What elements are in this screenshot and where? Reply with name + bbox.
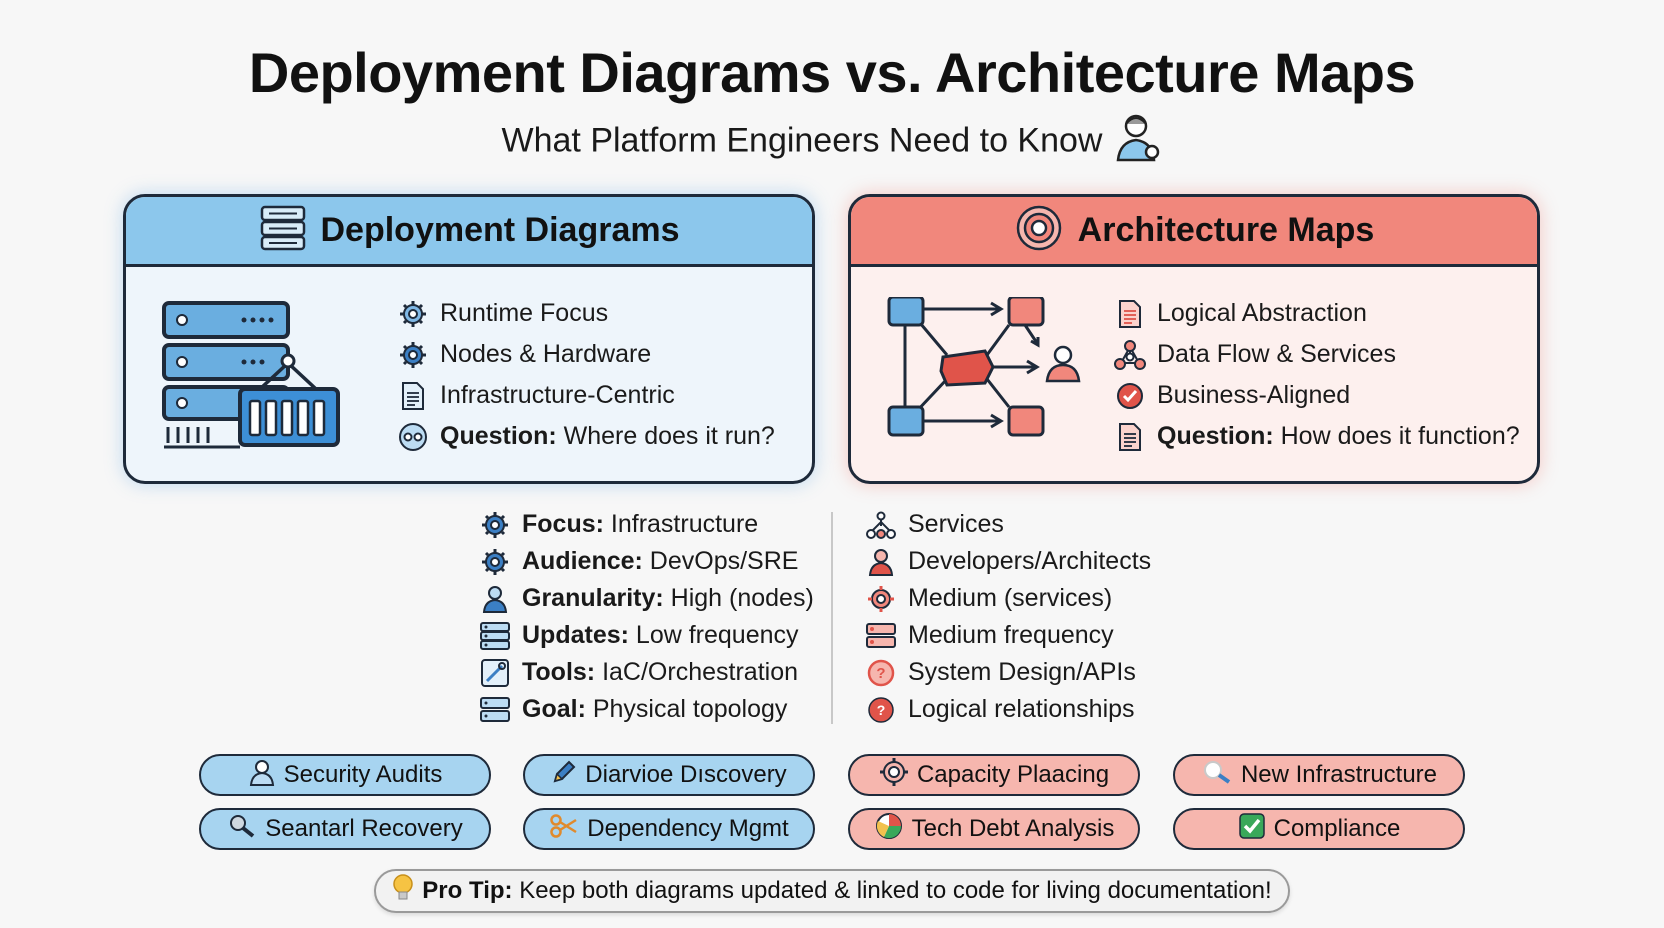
comparison-row: Developers/Architects bbox=[864, 543, 1151, 580]
list-item: Question: Where does it run? bbox=[396, 416, 775, 457]
list-item: Runtime Focus bbox=[396, 293, 775, 334]
subtitle-text: What Platform Engineers Need to Know bbox=[501, 121, 1103, 160]
column-divider bbox=[831, 512, 833, 724]
gear-icon bbox=[396, 297, 430, 331]
deployment-panel: Deployment Diagrams Runtime Focus bbox=[123, 194, 815, 484]
scissors-icon bbox=[549, 813, 579, 846]
svg-text:?: ? bbox=[877, 702, 886, 718]
comparison-row: Services bbox=[864, 506, 1151, 543]
list-item: Nodes & Hardware bbox=[396, 334, 775, 375]
target-icon bbox=[1014, 203, 1064, 258]
chart-icon bbox=[874, 811, 904, 848]
pencil-icon bbox=[551, 759, 577, 792]
use-case-pill: Tech Debt Analysis bbox=[848, 808, 1140, 850]
pro-tip-banner: Pro Tip: Keep both diagrams updated & li… bbox=[374, 869, 1290, 913]
face-icon bbox=[396, 420, 430, 454]
person-icon bbox=[864, 545, 898, 579]
auditor-icon bbox=[248, 758, 276, 793]
list-item: Data Flow & Services bbox=[1113, 334, 1520, 375]
tools-icon bbox=[478, 656, 512, 690]
use-case-pill: New Infrastructure bbox=[1173, 754, 1465, 796]
service-graph-illustration bbox=[885, 295, 1085, 452]
magnifier-icon bbox=[1201, 759, 1233, 792]
comparison-row: Focus: Infrastructure bbox=[478, 506, 814, 543]
magnifier-icon bbox=[227, 813, 257, 846]
network-icon bbox=[1113, 338, 1147, 372]
architecture-features: Logical Abstraction Data Flow & Services… bbox=[1113, 293, 1520, 457]
gear-icon bbox=[396, 338, 430, 372]
gear-icon bbox=[478, 545, 512, 579]
list-item: Logical Abstraction bbox=[1113, 293, 1520, 334]
comparison-row: Audience: DevOps/SRE bbox=[478, 543, 814, 580]
comparison-row: ?Logical relationships bbox=[864, 691, 1151, 728]
server-icon bbox=[478, 693, 512, 727]
comparison-row: Goal: Physical topology bbox=[478, 691, 814, 728]
architecture-panel: Architecture Maps bbox=[848, 194, 1540, 484]
server-red-icon bbox=[864, 619, 898, 653]
question-filled-icon: ? bbox=[864, 693, 898, 727]
use-case-pill: Compliance bbox=[1173, 808, 1465, 850]
server-list-icon bbox=[259, 204, 307, 257]
server-icon bbox=[478, 619, 512, 653]
use-case-pill: Diarvioe Dıscovery bbox=[523, 754, 815, 796]
deployment-heading: Deployment Diagrams bbox=[320, 211, 680, 249]
person-icon bbox=[478, 582, 512, 616]
use-case-pill: Capacity Plaacing bbox=[848, 754, 1140, 796]
comparison-deployment: Focus: Infrastructure Audience: DevOps/S… bbox=[478, 506, 814, 728]
comparison-row: Granularity: High (nodes) bbox=[478, 580, 814, 617]
list-item: Business-Aligned bbox=[1113, 375, 1520, 416]
page-title: Deployment Diagrams vs. Architecture Map… bbox=[248, 41, 1416, 104]
comparison-row: ?System Design/APIs bbox=[864, 654, 1151, 691]
gear-icon bbox=[478, 508, 512, 542]
question-icon: ? bbox=[864, 656, 898, 690]
comparison-row: Tools: IaC/Orchestration bbox=[478, 654, 814, 691]
comparison-row: Medium frequency bbox=[864, 617, 1151, 654]
check-circle-icon bbox=[1113, 379, 1147, 413]
use-case-pill: Seantarl Recovery bbox=[199, 808, 491, 850]
document-icon bbox=[1113, 297, 1147, 331]
server-container-illustration bbox=[160, 297, 346, 462]
deployment-header: Deployment Diagrams bbox=[126, 197, 812, 267]
gear-red-icon bbox=[879, 757, 909, 794]
gear-red-icon bbox=[864, 582, 898, 616]
engineer-icon bbox=[1114, 112, 1162, 173]
use-case-pill: Dependency Mgmt bbox=[523, 808, 815, 850]
use-case-pill: Security Audits bbox=[199, 754, 491, 796]
services-icon bbox=[864, 508, 898, 542]
comparison-row: Updates: Low frequency bbox=[478, 617, 814, 654]
comparison-architecture: Services Developers/Architects Medium (s… bbox=[864, 506, 1151, 728]
list-item: Question: How does it function? bbox=[1113, 416, 1520, 457]
list-item: Infrastructure-Centric bbox=[396, 375, 775, 416]
page-subtitle: What Platform Engineers Need to Know bbox=[0, 112, 1664, 173]
architecture-heading: Architecture Maps bbox=[1077, 211, 1375, 249]
lightbulb-icon bbox=[392, 873, 414, 910]
comparison-row: Medium (services) bbox=[864, 580, 1151, 617]
architecture-header: Architecture Maps bbox=[851, 197, 1537, 267]
document-icon bbox=[396, 379, 430, 413]
checkbox-icon bbox=[1238, 812, 1266, 847]
deployment-features: Runtime Focus Nodes & Hardware Infrastru… bbox=[396, 293, 775, 457]
svg-text:?: ? bbox=[876, 665, 885, 682]
document-icon bbox=[1113, 420, 1147, 454]
